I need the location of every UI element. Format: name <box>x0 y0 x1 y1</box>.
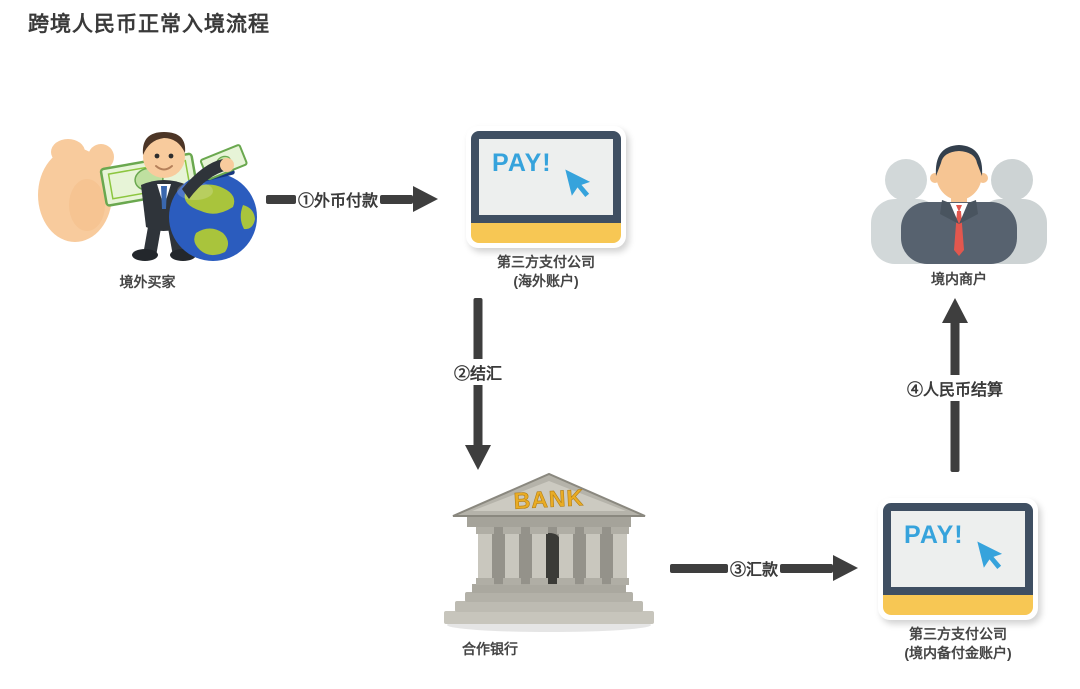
merchant-illustration <box>871 145 1047 264</box>
merchant-head <box>936 148 982 200</box>
monitor-screen: PAY! <box>891 511 1025 587</box>
bank-columns <box>478 533 627 579</box>
arrow-step4: ④人民币结算 <box>904 298 1006 472</box>
arrowhead-right-icon <box>413 186 438 212</box>
monitor-frame: PAY! <box>883 503 1033 595</box>
pay-screen-text: PAY! <box>904 521 964 549</box>
monitor-screen: PAY! <box>479 139 613 215</box>
psp-overseas-label: 第三方支付公司 (海外账户) <box>466 253 626 291</box>
arrow-step4-label: ④人民币结算 <box>904 375 1006 401</box>
arrow-shaft <box>380 194 413 204</box>
arrowhead-up-icon <box>942 298 968 323</box>
overseas-buyer-illustration <box>38 132 257 261</box>
arrowhead-down-icon <box>465 445 491 470</box>
monitor-frame: PAY! <box>471 131 621 223</box>
page-title: 跨境人民币正常入境流程 <box>28 13 270 36</box>
merchant-hair <box>935 145 983 176</box>
partner-bank-label: 合作银行 <box>462 641 518 657</box>
buyer-head <box>143 136 185 178</box>
payment-monitor-icon: PAY! <box>466 126 626 248</box>
node-psp-overseas: PAY! 第三方支付公司 (海外账户) <box>466 126 626 291</box>
psp-domestic-label-line2: (境内备付金账户) <box>904 644 1012 661</box>
arrow-shaft <box>670 563 728 573</box>
psp-domestic-label-line1: 第三方支付公司 <box>909 626 1007 642</box>
pay-screen-text: PAY! <box>492 149 552 177</box>
node-overseas-buyer: 境外买家 <box>35 105 260 295</box>
payment-monitor-icon: PAY! <box>878 498 1038 620</box>
arrow-step2: ②结汇 <box>451 298 505 470</box>
node-partner-bank: BANK 合作银行 <box>440 470 658 670</box>
psp-overseas-label-line2: (海外账户) <box>513 272 579 289</box>
psp-overseas-label-line1: 第三方支付公司 <box>497 254 595 270</box>
arrowhead-right-icon <box>833 555 858 581</box>
arrow-shaft <box>266 194 296 204</box>
node-domestic-merchant: 境内商户 <box>864 138 1054 298</box>
monitor-stand-bar <box>883 595 1033 615</box>
monitor-stand-bar <box>471 223 621 243</box>
bank-illustration: BANK <box>444 472 654 632</box>
domestic-merchant-label: 境内商户 <box>931 271 987 287</box>
arrow-step1: ①外币付款 <box>266 186 438 212</box>
arrow-step3-label: ③汇款 <box>730 562 779 579</box>
bank-sign-text: BANK <box>513 484 585 514</box>
overseas-buyer-label: 境外买家 <box>119 274 176 290</box>
psp-domestic-label: 第三方支付公司 (境内备付金账户) <box>878 625 1038 663</box>
arrow-shaft <box>780 563 833 573</box>
mouse-cursor-icon <box>977 541 1003 570</box>
arrow-step2-label: ②结汇 <box>451 359 505 385</box>
arrow-step1-label: ①外币付款 <box>298 193 379 210</box>
mouse-cursor-icon <box>565 169 591 198</box>
arrow-step3: ③汇款 <box>670 555 858 581</box>
node-psp-domestic: PAY! 第三方支付公司 (境内备付金账户) <box>878 498 1038 663</box>
